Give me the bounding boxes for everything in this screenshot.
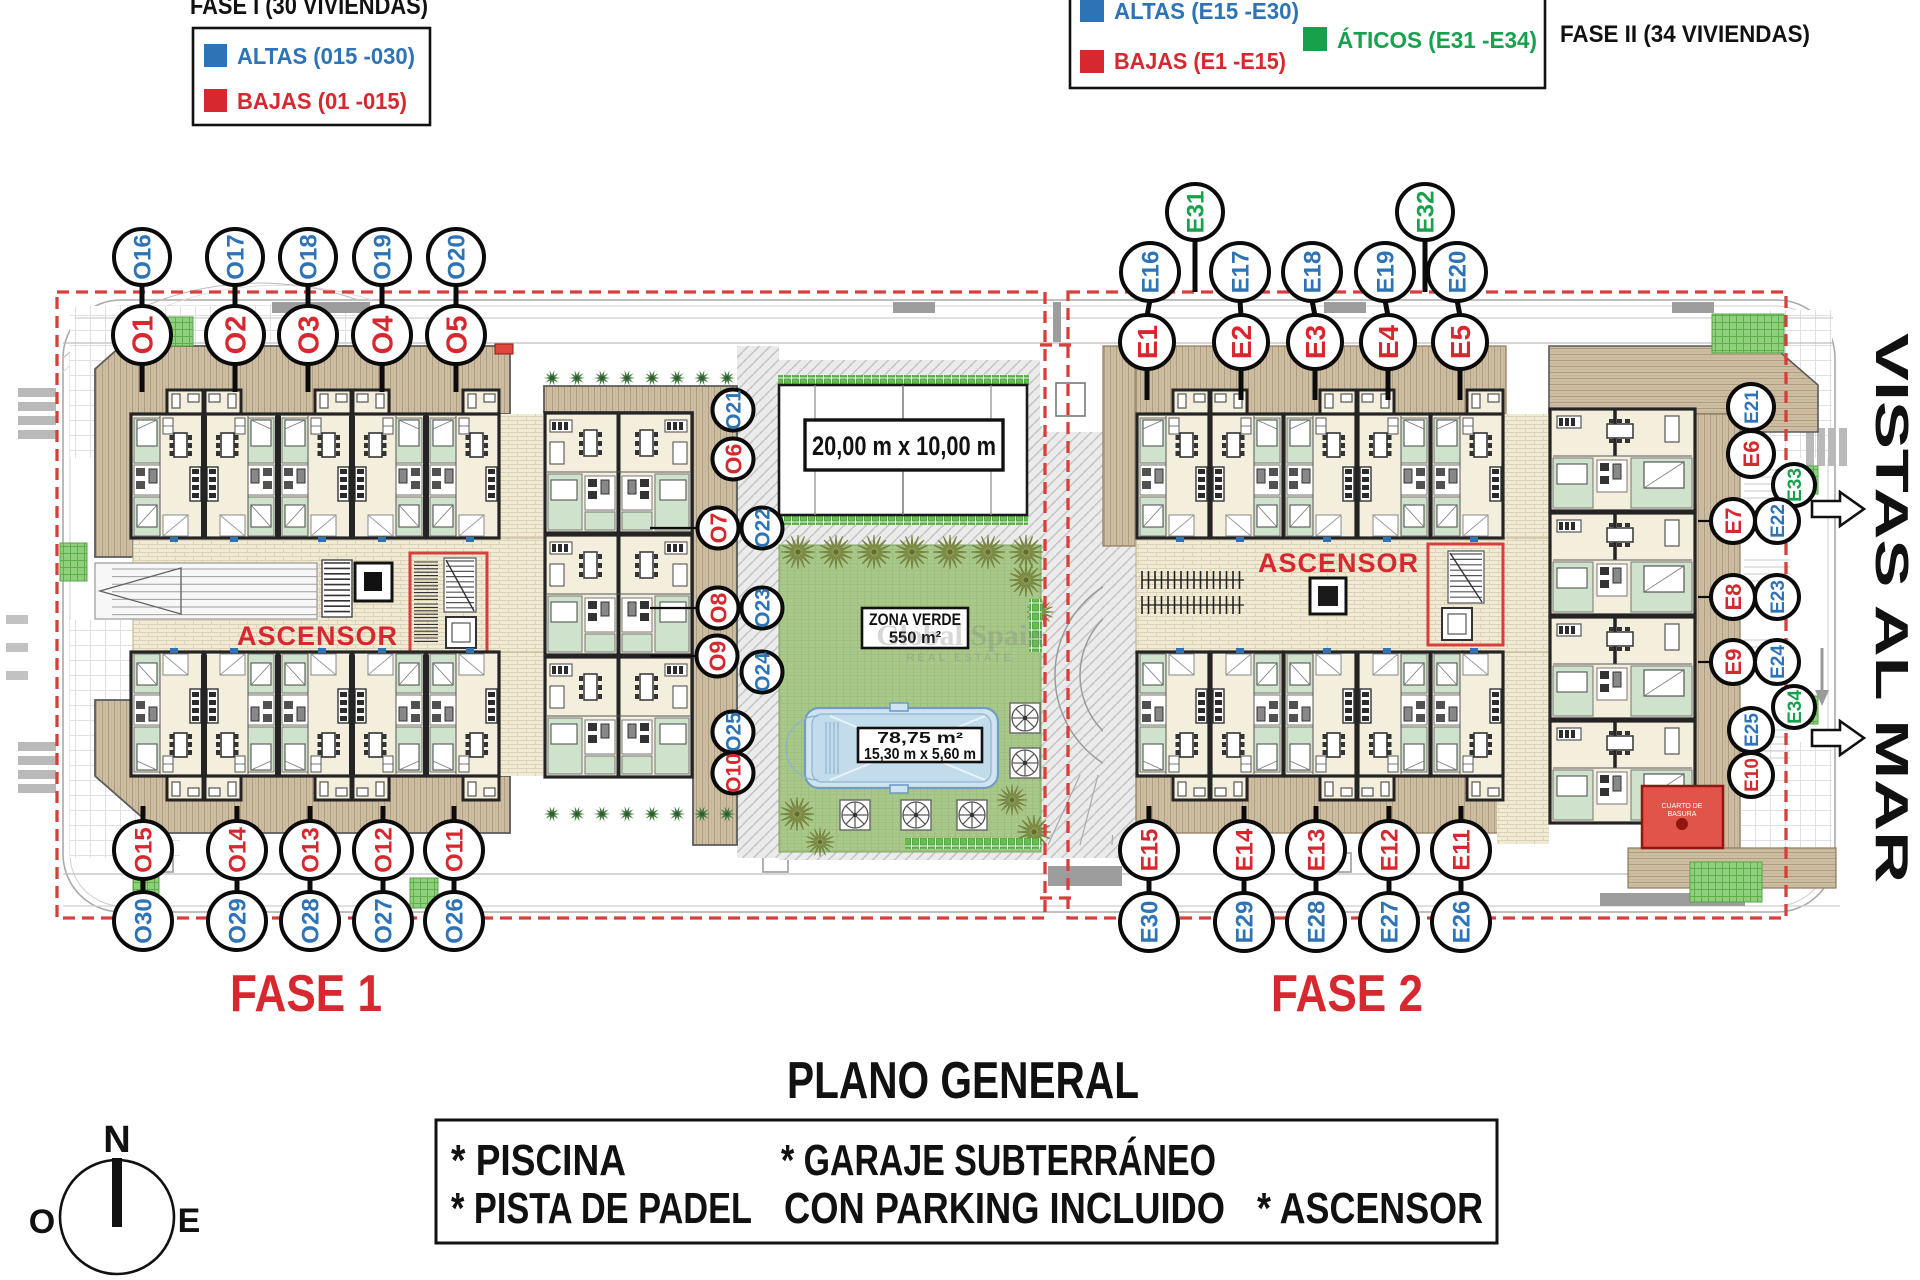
svg-text:E13: E13 <box>1304 829 1331 872</box>
svg-text:O24: O24 <box>752 652 775 692</box>
svg-text:E2: E2 <box>1226 325 1257 359</box>
svg-text:PLANO GENERAL: PLANO GENERAL <box>787 1052 1139 1110</box>
svg-text:E18: E18 <box>1300 251 1327 294</box>
svg-text:BAJAS (01 -015): BAJAS (01 -015) <box>237 88 407 114</box>
svg-text:* PISTA DE PADEL: * PISTA DE PADEL <box>451 1184 752 1233</box>
svg-text:O28: O28 <box>298 898 325 943</box>
svg-text:O15: O15 <box>131 827 158 872</box>
svg-text:15,30 m x 5,60 m: 15,30 m x 5,60 m <box>864 746 976 763</box>
svg-text:E14: E14 <box>1232 828 1259 871</box>
svg-text:E1: E1 <box>1132 325 1163 359</box>
svg-text:O29: O29 <box>225 898 252 943</box>
svg-text:FASE 1: FASE 1 <box>230 965 382 1023</box>
svg-text:O21: O21 <box>723 390 746 430</box>
svg-text:O3: O3 <box>293 316 325 355</box>
svg-text:O25: O25 <box>723 712 746 752</box>
svg-text:FASE II (34 VIVIENDAS): FASE II (34 VIVIENDAS) <box>1560 21 1810 48</box>
svg-text:O6: O6 <box>720 444 746 475</box>
svg-text:O: O <box>29 1203 55 1241</box>
svg-text:ZONA VERDE: ZONA VERDE <box>869 611 961 629</box>
svg-text:E9: E9 <box>1721 649 1746 676</box>
svg-text:E: E <box>178 1202 201 1240</box>
svg-text:O12: O12 <box>371 827 398 872</box>
svg-text:E29: E29 <box>1232 901 1259 944</box>
svg-text:E27: E27 <box>1377 901 1404 944</box>
svg-text:CON PARKING INCLUIDO: CON PARKING INCLUIDO <box>784 1184 1225 1233</box>
svg-text:CUARTO DE: CUARTO DE <box>1662 803 1703 810</box>
svg-text:E25: E25 <box>1742 713 1763 747</box>
svg-text:Global Spain: Global Spain <box>876 619 1044 652</box>
svg-text:* ASCENSOR: * ASCENSOR <box>1257 1184 1483 1233</box>
svg-text:20,00 m x 10,00 m: 20,00 m x 10,00 m <box>812 431 996 461</box>
svg-text:E8: E8 <box>1721 584 1746 611</box>
svg-text:E32: E32 <box>1413 191 1440 234</box>
svg-text:FASE I (30 VIVIENDAS): FASE I (30 VIVIENDAS) <box>190 0 428 20</box>
svg-text:E7: E7 <box>1721 508 1746 535</box>
svg-text:E5: E5 <box>1445 325 1476 359</box>
svg-text:550 m²: 550 m² <box>889 629 942 647</box>
svg-text:E31: E31 <box>1183 191 1210 234</box>
svg-text:O20: O20 <box>444 234 471 279</box>
svg-text:E24: E24 <box>1768 645 1789 679</box>
svg-text:O10: O10 <box>723 753 746 793</box>
svg-text:E20: E20 <box>1445 251 1472 294</box>
svg-text:O27: O27 <box>371 898 398 943</box>
svg-text:E22: E22 <box>1768 504 1789 538</box>
svg-text:ASCENSOR: ASCENSOR <box>237 621 398 651</box>
svg-text:O4: O4 <box>367 316 399 355</box>
svg-text:O7: O7 <box>705 513 731 544</box>
svg-text:O11: O11 <box>442 828 469 872</box>
svg-text:E21: E21 <box>1742 390 1763 424</box>
svg-text:O30: O30 <box>131 898 158 943</box>
svg-text:O17: O17 <box>223 234 250 279</box>
svg-text:VISTAS AL MAR: VISTAS AL MAR <box>1866 333 1918 883</box>
svg-text:BAJAS (E1 -E15): BAJAS (E1 -E15) <box>1114 48 1286 74</box>
svg-text:* PISCINA: * PISCINA <box>451 1136 626 1185</box>
svg-text:E3: E3 <box>1300 325 1331 359</box>
svg-text:O5: O5 <box>441 316 473 355</box>
svg-text:E6: E6 <box>1739 441 1764 468</box>
svg-text:ASCENSOR: ASCENSOR <box>1258 548 1419 578</box>
svg-text:E4: E4 <box>1373 324 1404 359</box>
svg-text:O1: O1 <box>127 316 159 355</box>
svg-text:* GARAJE SUBTERRÁNEO: * GARAJE SUBTERRÁNEO <box>781 1135 1216 1185</box>
svg-text:E23: E23 <box>1768 580 1789 614</box>
svg-text:E15: E15 <box>1137 829 1164 872</box>
svg-text:O8: O8 <box>705 592 731 623</box>
svg-text:E17: E17 <box>1228 251 1255 294</box>
svg-text:E28: E28 <box>1304 901 1331 944</box>
svg-text:ALTAS (015 -030): ALTAS (015 -030) <box>237 43 415 69</box>
svg-text:O16: O16 <box>130 234 157 279</box>
svg-text:ÁTICOS (E31 -E34): ÁTICOS (E31 -E34) <box>1337 26 1537 53</box>
svg-text:E12: E12 <box>1377 829 1404 872</box>
svg-text:O18: O18 <box>296 234 323 279</box>
svg-text:BASURA: BASURA <box>1668 811 1697 818</box>
svg-text:E16: E16 <box>1138 251 1165 294</box>
svg-text:E30: E30 <box>1137 901 1164 944</box>
svg-text:FASE 2: FASE 2 <box>1271 965 1423 1023</box>
svg-text:O13: O13 <box>298 827 325 872</box>
svg-text:E33: E33 <box>1785 468 1806 502</box>
svg-text:O26: O26 <box>442 898 469 943</box>
svg-text:REAL ESTATE: REAL ESTATE <box>906 652 1014 664</box>
svg-text:78,75 m²: 78,75 m² <box>877 730 963 747</box>
svg-text:S: S <box>106 1277 129 1280</box>
svg-text:O22: O22 <box>752 508 775 548</box>
svg-text:O23: O23 <box>752 588 775 628</box>
svg-text:O19: O19 <box>370 234 397 279</box>
svg-text:ALTAS (E15 -E30): ALTAS (E15 -E30) <box>1114 0 1299 24</box>
svg-text:E26: E26 <box>1449 901 1476 944</box>
svg-text:E19: E19 <box>1373 251 1400 294</box>
svg-text:N: N <box>103 1119 130 1161</box>
svg-text:O14: O14 <box>225 827 252 873</box>
svg-text:E11: E11 <box>1449 829 1476 870</box>
svg-text:O2: O2 <box>220 316 252 355</box>
svg-text:E34: E34 <box>1785 690 1806 724</box>
svg-text:O9: O9 <box>704 641 730 672</box>
svg-text:E10: E10 <box>1742 758 1763 792</box>
